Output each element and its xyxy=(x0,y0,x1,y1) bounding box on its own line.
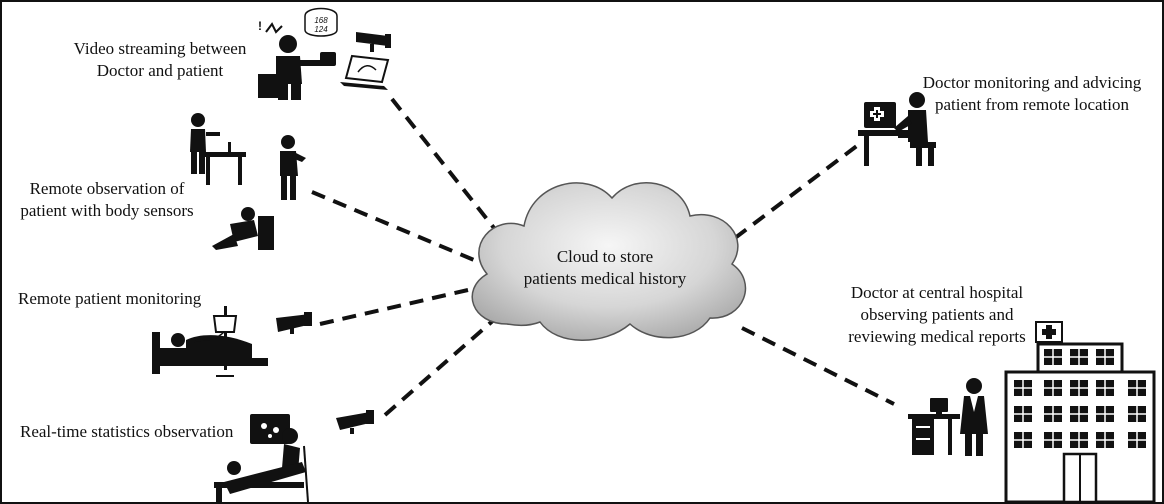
cloud-label: Cloud to store patients medical history xyxy=(490,246,720,290)
connector-statistics xyxy=(383,316,498,417)
label-hospital: Doctor at central hospital observing pat… xyxy=(832,282,1042,348)
label-line: observing patients and xyxy=(860,305,1014,324)
label-remote-doctor: Doctor monitoring and advicing patient f… xyxy=(882,72,1162,116)
patient-monitoring-icon xyxy=(152,306,312,377)
label-line: reviewing medical reports xyxy=(848,327,1026,346)
hospital-icon xyxy=(908,321,1156,502)
camera-icon xyxy=(336,410,374,434)
laptop-icon xyxy=(340,54,390,90)
bp-readout-bottom: 124 xyxy=(314,25,328,34)
label-line: Video streaming between xyxy=(73,39,247,58)
label-line: Real-time statistics observation xyxy=(20,422,234,441)
label-line: patient from remote location xyxy=(934,95,1129,114)
doctor-figure xyxy=(960,378,988,456)
statistics-icon xyxy=(214,410,374,502)
svg-text:!: ! xyxy=(258,19,262,33)
video-streaming-icon: ! 168 124 xyxy=(258,7,391,100)
label-video-streaming: Video streaming between Doctor and patie… xyxy=(60,38,260,82)
connector-monitoring xyxy=(319,288,469,326)
label-line: Cloud to store xyxy=(556,247,654,266)
desk xyxy=(908,398,960,455)
label-patient-monitoring: Remote patient monitoring xyxy=(18,288,201,310)
camera-icon xyxy=(276,312,312,334)
body-sensors-icon xyxy=(190,113,306,250)
connector-advising xyxy=(733,140,864,240)
label-statistics: Real-time statistics observation xyxy=(20,421,233,443)
camera-icon xyxy=(356,32,391,52)
label-line: Remote patient monitoring xyxy=(18,289,202,308)
label-line: patients medical history xyxy=(523,269,687,288)
connectors xyxy=(311,97,895,417)
label-line: patient with body sensors xyxy=(20,201,194,220)
label-body-sensors: Remote observation of patient with body … xyxy=(12,178,202,222)
label-line: Remote observation of xyxy=(29,179,185,198)
cloud-icon xyxy=(471,182,747,341)
connector-hospital xyxy=(741,326,895,406)
label-line: Doctor and patient xyxy=(96,61,224,80)
label-line: Doctor monitoring and advicing xyxy=(922,73,1142,92)
hospital-windows xyxy=(1014,349,1146,448)
label-line: Doctor at central hospital xyxy=(850,283,1024,302)
connector-video xyxy=(390,97,496,230)
remote-doctor-icon xyxy=(858,92,936,166)
connector-sensors xyxy=(311,190,475,262)
bp-readout-top: 168 xyxy=(314,16,328,25)
